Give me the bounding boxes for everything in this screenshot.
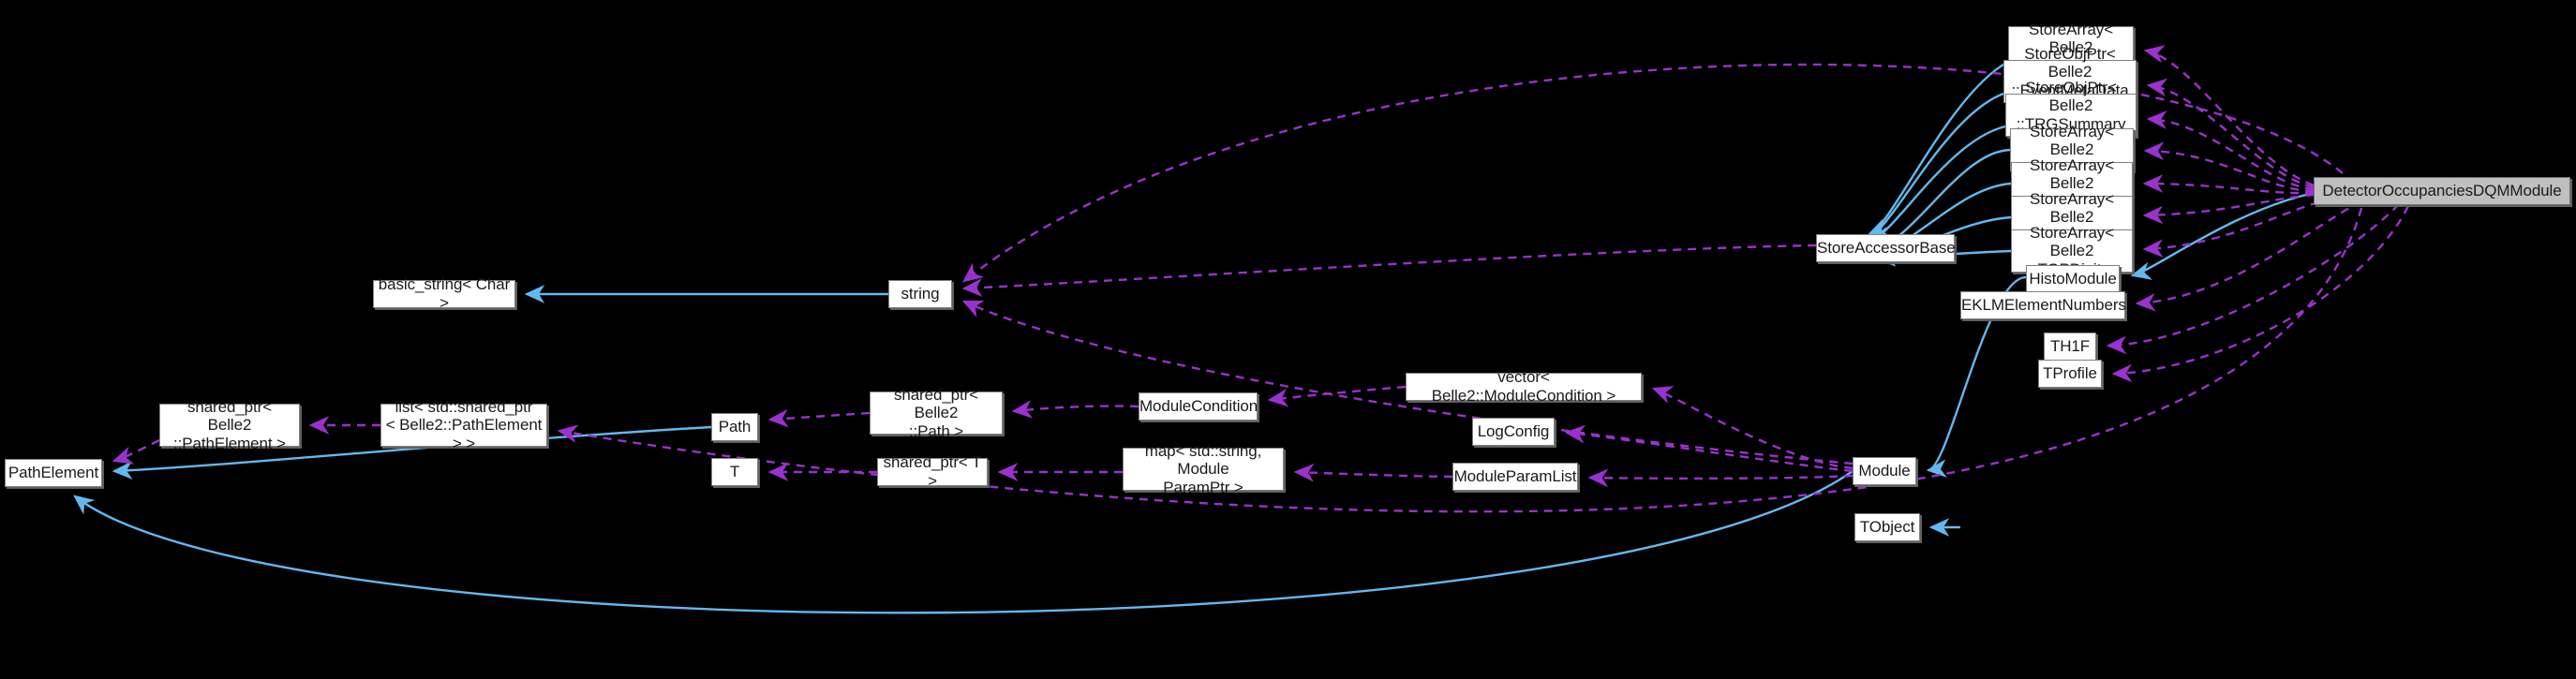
node-label: shared_ptr< Belle2 ::PathElement > — [173, 397, 286, 452]
node-module[interactable]: Module — [1853, 457, 1916, 485]
node-basic_string[interactable]: basic_string< Char > — [373, 275, 515, 312]
node-eklmelementnumbers[interactable]: EKLMElementNumbers — [1960, 291, 2126, 319]
node-shared_ptr_pathel[interactable]: shared_ptr< Belle2 ::PathElement > — [159, 398, 300, 452]
node-label: list< std::shared_ptr < Belle2::PathElem… — [385, 397, 543, 452]
node-tobject[interactable]: TObject — [1854, 513, 1920, 541]
node-label: ModuleParamList — [1453, 467, 1577, 486]
node-label: TH1F — [2049, 337, 2091, 356]
node-moduleparamlist[interactable]: ModuleParamList — [1452, 463, 1578, 491]
node-path[interactable]: Path — [711, 413, 758, 441]
node-label: basic_string< Char > — [378, 275, 511, 312]
node-label: EKLMElementNumbers — [1961, 296, 2126, 315]
node-shared_ptr_path[interactable]: shared_ptr< Belle2 ::Path > — [870, 386, 1003, 440]
node-label: HistoModule — [2029, 270, 2117, 288]
node-logconfig[interactable]: LogConfig — [1472, 418, 1555, 446]
inheritance-edges — [73, 60, 2315, 614]
node-label: shared_ptr< T > — [883, 453, 982, 490]
node-pathelement[interactable]: PathElement — [5, 459, 102, 487]
node-label: TProfile — [2043, 364, 2097, 383]
node-label: PathElement — [7, 464, 99, 482]
node-label: shared_ptr< Belle2 ::Path > — [893, 385, 979, 440]
node-label: Module — [1858, 462, 1911, 480]
node-modulecondition[interactable]: ModuleCondition — [1139, 392, 1258, 421]
node-label: LogConfig — [1477, 422, 1550, 441]
node-label: string — [901, 285, 940, 303]
node-label: map< std::string, Module ParamPtr > — [1144, 441, 1262, 496]
node-storeaccessorbase[interactable]: StoreAccessorBase — [1816, 234, 1956, 262]
node-t[interactable]: T — [711, 458, 758, 486]
node-root[interactable]: DetectorOccupanciesDQMModule — [2314, 177, 2570, 205]
node-label: ModuleCondition — [1139, 397, 1258, 416]
node-histomodule[interactable]: HistoModule — [2026, 265, 2120, 293]
node-label: DetectorOccupanciesDQMModule — [2322, 182, 2562, 200]
node-list_shared_ptr[interactable]: list< std::shared_ptr < Belle2::PathElem… — [380, 398, 547, 452]
node-label: Path — [718, 418, 752, 436]
node-label: T — [729, 463, 740, 481]
node-shared_ptr_t[interactable]: shared_ptr< T > — [877, 453, 988, 490]
node-label: StoreAccessorBase — [1817, 239, 1956, 258]
node-tprofile[interactable]: TProfile — [2038, 360, 2102, 388]
node-string[interactable]: string — [888, 280, 952, 308]
node-th1f[interactable]: TH1F — [2044, 332, 2096, 361]
node-vector_modulecond[interactable]: vector< Belle2::ModuleCondition > — [1406, 368, 1642, 405]
node-label: TObject — [1859, 518, 1915, 537]
node-label: vector< Belle2::ModuleCondition > — [1431, 368, 1616, 405]
node-map_string_param[interactable]: map< std::string, Module ParamPtr > — [1123, 442, 1284, 496]
